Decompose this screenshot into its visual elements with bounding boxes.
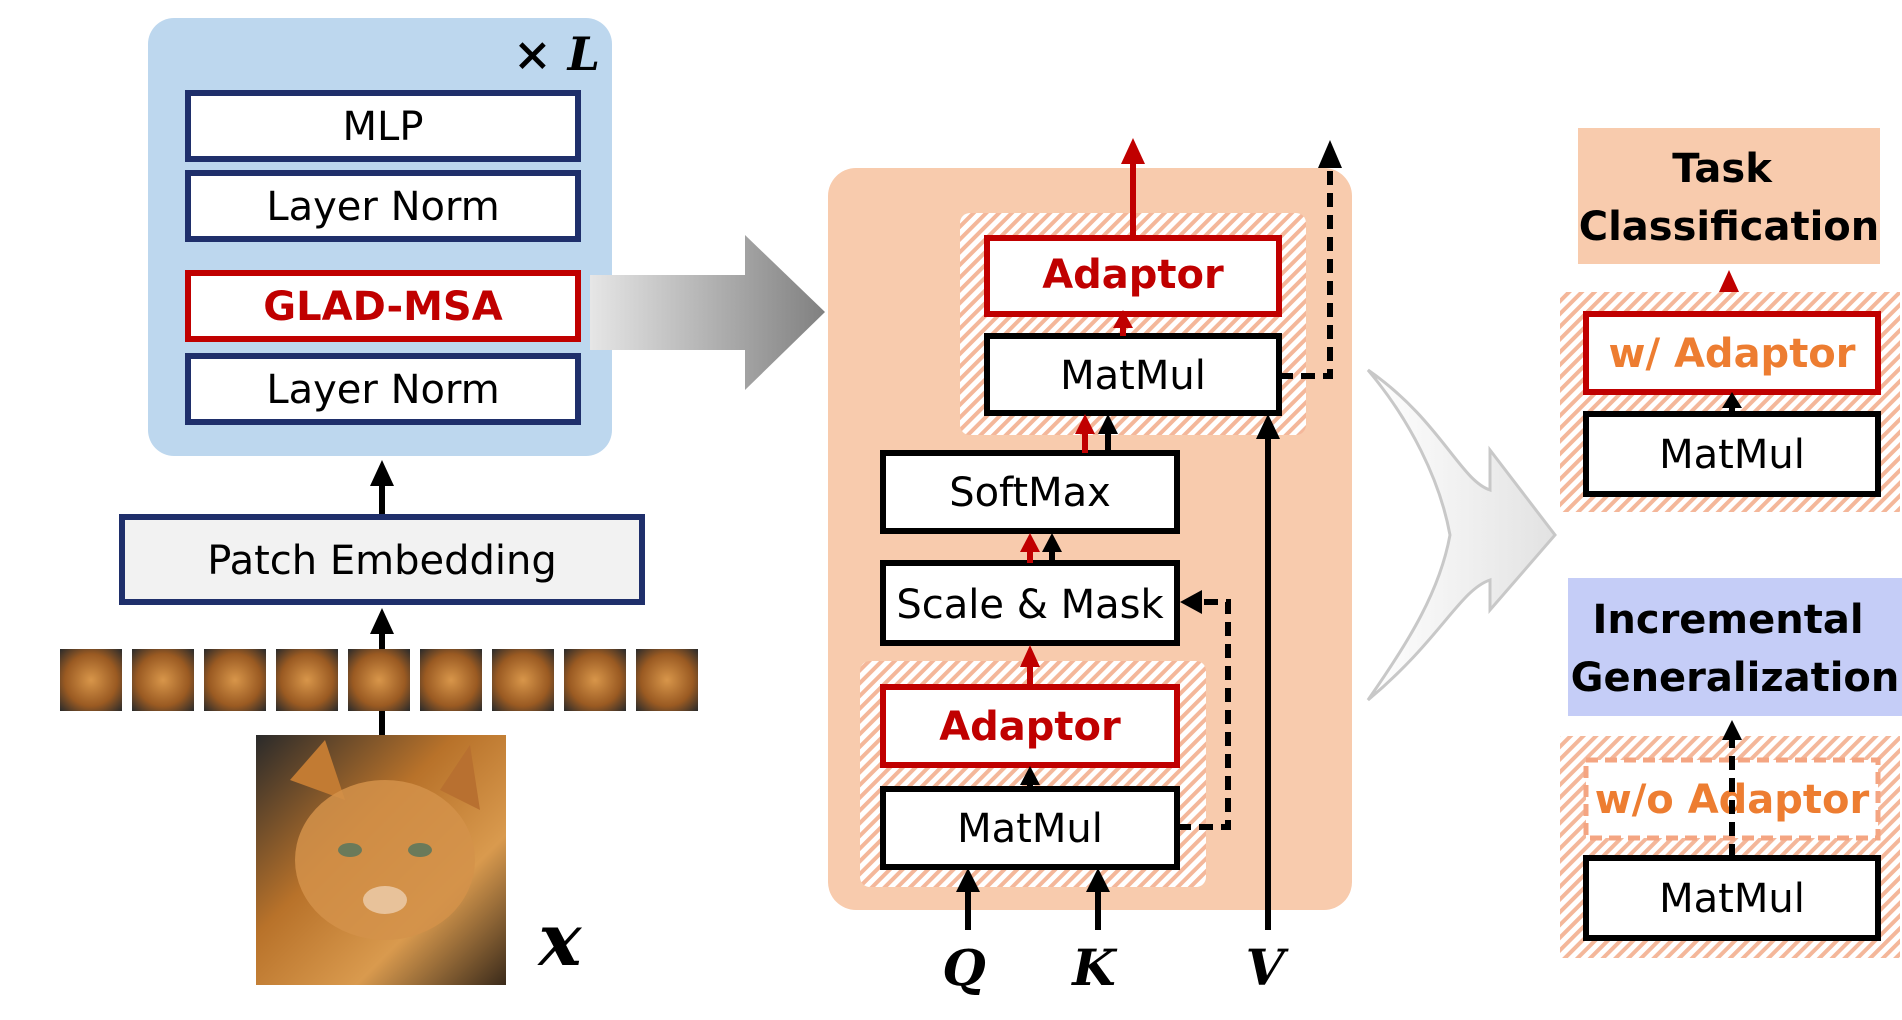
arrow-up-icon	[1121, 138, 1145, 238]
input-variable-x: x	[537, 897, 583, 982]
image-patch	[636, 649, 698, 711]
image-patch	[420, 649, 482, 711]
incr-title-text: Incremental Generalization	[1571, 597, 1900, 701]
with-adaptor-block: w/ Adaptor	[1583, 311, 1881, 395]
dashed-arrow-icon	[1722, 720, 1742, 858]
arrow-up-icon	[1113, 310, 1133, 336]
scale-mask-block: Scale & Mask	[880, 560, 1180, 646]
incremental-generalization-box	[1568, 578, 1902, 716]
matmul-top-block: MatMul	[984, 333, 1282, 416]
dashed-arrow-icon	[1177, 590, 1231, 830]
arrow-up-icon	[1075, 414, 1095, 453]
encoder-section: × L MLP Layer Norm GLAD-MSA Layer Norm P…	[60, 18, 698, 985]
arrow-up-icon	[1020, 645, 1040, 687]
arrow-up-icon	[956, 868, 980, 930]
matmul-bottom-label: MatMul	[957, 806, 1103, 852]
image-patches	[60, 649, 698, 711]
layer-norm-bottom-block: Layer Norm	[185, 353, 581, 425]
adaptor-top-block: Adaptor	[984, 235, 1282, 317]
incr-title-line2: Generalization	[1571, 655, 1900, 701]
matmul-top-label: MatMul	[1060, 353, 1206, 399]
arrow-up-icon	[1086, 868, 1110, 930]
adaptor-bottom-label: Adaptor	[939, 704, 1121, 750]
expand-arrow-icon	[590, 235, 825, 390]
without-adaptor-matmul-block: MatMul	[1583, 855, 1881, 941]
image-patch	[276, 649, 338, 711]
arrow-up-icon	[1020, 533, 1040, 563]
matmul-bottom-block: MatMul	[880, 786, 1180, 870]
incr-title: Incremental	[1593, 597, 1864, 643]
arrow-up-icon	[1020, 766, 1040, 789]
adaptor-top-label: Adaptor	[1042, 252, 1224, 298]
image-patch	[564, 649, 626, 711]
patch-embedding-label: Patch Embedding	[207, 538, 556, 584]
image-patch	[492, 649, 554, 711]
glad-msa-block: GLAD-MSA	[185, 270, 581, 342]
dashed-arrow-icon	[1279, 140, 1342, 379]
scale-mask-label: Scale & Mask	[896, 582, 1164, 628]
outcomes-section: Task Classification w/ Adaptor MatMul In…	[1560, 128, 1902, 958]
image-patch	[132, 649, 194, 711]
layer-norm-bottom-label: Layer Norm	[266, 367, 499, 413]
image-patch	[60, 649, 122, 711]
with-adaptor-label: w/ Adaptor	[1608, 331, 1855, 377]
layer-norm-top-block: Layer Norm	[185, 170, 581, 242]
softmax-block: SoftMax	[880, 450, 1180, 534]
task-title: Task	[1672, 146, 1773, 192]
cat-input-image	[256, 735, 506, 985]
softmax-label: SoftMax	[949, 470, 1111, 516]
without-adaptor-matmul-label: MatMul	[1659, 876, 1805, 922]
input-k: K	[1070, 938, 1118, 997]
input-q: Q	[942, 938, 986, 997]
task-title-line2: Classification	[1579, 204, 1880, 250]
repeat-label: × L	[513, 27, 600, 81]
input-v: V	[1246, 938, 1290, 997]
without-adaptor-block: w/o Adaptor	[1583, 757, 1881, 841]
arrow-up-icon	[1256, 414, 1280, 930]
glad-msa-label: GLAD-MSA	[263, 284, 502, 330]
layer-norm-top-label: Layer Norm	[266, 184, 499, 230]
mlp-label: MLP	[343, 104, 424, 150]
attention-section: Adaptor MatMul SoftMax	[828, 138, 1352, 997]
patch-embedding-block: Patch Embedding	[119, 514, 645, 605]
with-adaptor-matmul-label: MatMul	[1659, 432, 1805, 478]
arrow-up-icon	[1098, 414, 1118, 453]
arrow-up-icon	[1042, 533, 1062, 563]
adaptor-bottom-block: Adaptor	[880, 684, 1180, 768]
image-patch	[204, 649, 266, 711]
split-arrow-icon	[1366, 368, 1557, 702]
with-adaptor-matmul-block: MatMul	[1583, 411, 1881, 497]
arrow-up-icon	[370, 460, 394, 516]
task-title-line1: Task Classification	[1579, 146, 1880, 250]
image-patch	[348, 649, 410, 711]
task-classification-box	[1578, 128, 1880, 264]
mlp-block: MLP	[185, 90, 581, 162]
